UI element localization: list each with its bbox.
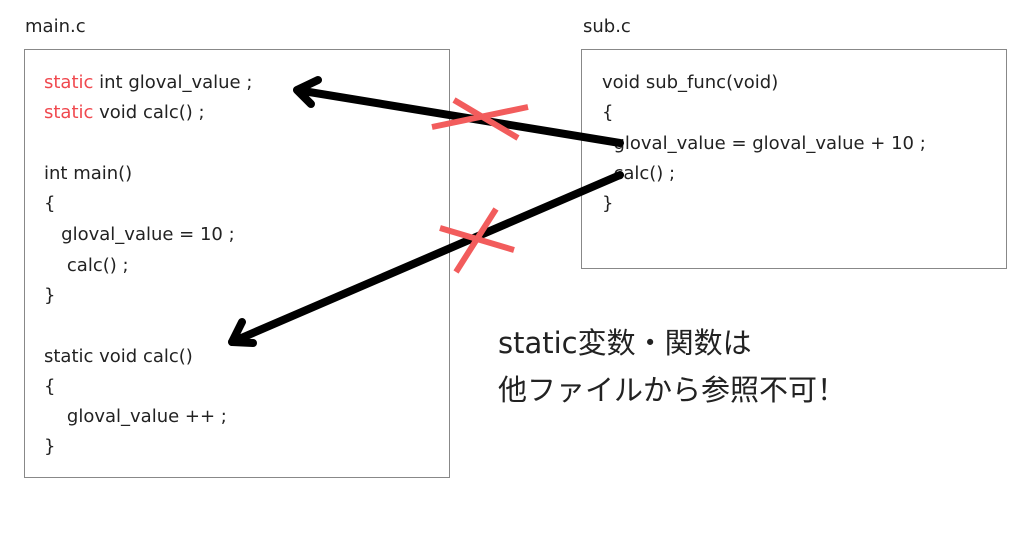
- code-line: static void calc() ;: [44, 102, 205, 124]
- code-line: gloval_value ++ ;: [44, 406, 227, 427]
- code-line: }: [44, 436, 56, 457]
- code-line: static int gloval_value ;: [44, 72, 252, 94]
- code-line: void sub_func(void): [602, 72, 779, 93]
- code-line: calc() ;: [602, 163, 676, 184]
- note-line-2: 他ファイルから参照不可！: [498, 373, 847, 407]
- main-file-label: main.c: [25, 16, 86, 37]
- sub-file-box: void sub_func(void) { gloval_value = glo…: [581, 49, 1007, 269]
- arrow-to-gloval-value: [293, 76, 624, 147]
- code-line: }: [44, 285, 56, 306]
- static-keyword: static: [44, 72, 94, 93]
- static-keyword: static: [44, 102, 94, 123]
- code-line: }: [602, 193, 614, 214]
- code-text: int gloval_value ;: [93, 72, 253, 93]
- note-line-1: static変数・関数は: [498, 326, 752, 360]
- code-line: gloval_value = gloval_value + 10 ;: [602, 133, 926, 154]
- code-line: gloval_value = 10 ;: [44, 224, 235, 245]
- code-line: int main(): [44, 163, 133, 184]
- code-text: void calc() ;: [93, 102, 205, 123]
- sub-file-label: sub.c: [583, 16, 631, 37]
- code-line: {: [44, 193, 56, 214]
- cross-mark-icon: [439, 207, 515, 274]
- code-line: {: [44, 376, 56, 397]
- main-file-box: static int gloval_value ; static void ca…: [24, 49, 450, 478]
- arrow-to-calc: [228, 171, 624, 347]
- code-line: calc() ;: [44, 255, 129, 276]
- code-line: static void calc(): [44, 346, 193, 367]
- code-line: {: [602, 102, 614, 123]
- cross-mark-icon: [431, 97, 529, 141]
